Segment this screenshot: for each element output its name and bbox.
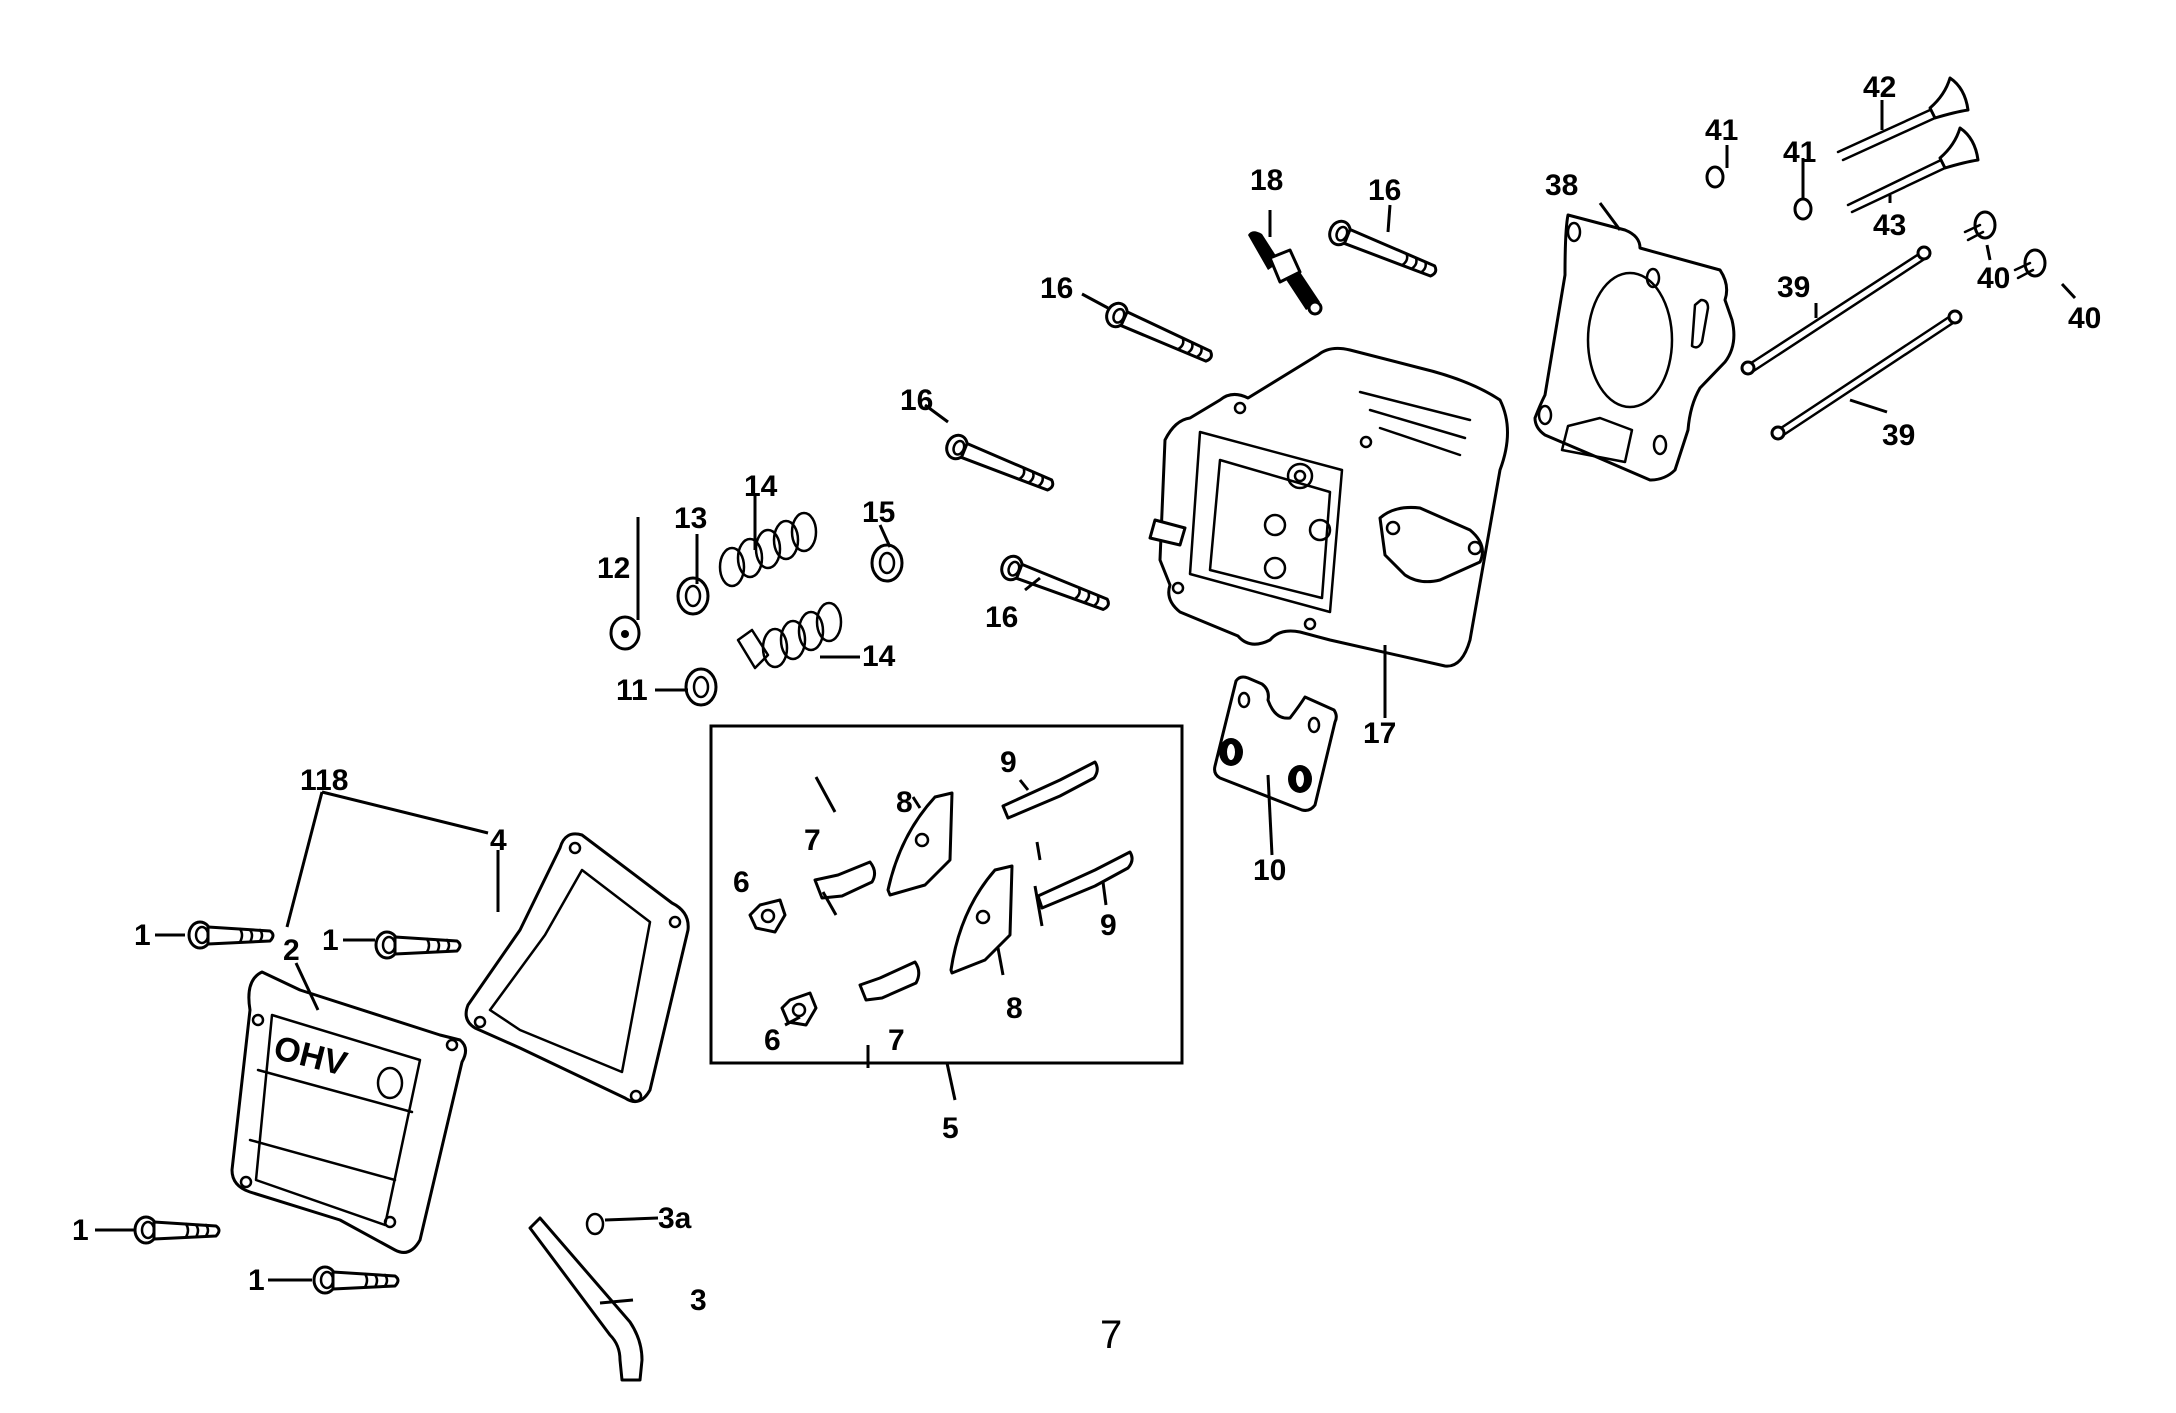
valve-spring-lower <box>736 601 843 670</box>
callout-6: 6 <box>733 866 750 899</box>
callout-5: 5 <box>942 1112 959 1145</box>
callout-41: 41 <box>1705 114 1738 147</box>
callout-14: 14 <box>862 640 896 673</box>
flange-bolt-icon <box>187 920 275 950</box>
spark-plug <box>1248 231 1323 316</box>
callout-39: 39 <box>1777 271 1810 304</box>
flange-bolt-icon <box>374 930 462 960</box>
callout-2: 2 <box>283 934 300 967</box>
valve-cover-gasket <box>464 832 690 1104</box>
callout-16: 16 <box>1368 174 1401 207</box>
head-bolt-icon <box>941 430 1059 499</box>
callout-10: 10 <box>1253 854 1286 887</box>
callout-16: 16 <box>985 601 1018 634</box>
leader-lines <box>95 100 2077 1305</box>
callout-4: 4 <box>490 824 507 857</box>
callout-6: 6 <box>764 1024 781 1057</box>
callout-12: 12 <box>597 552 630 585</box>
page-number: 7 <box>1100 1313 1122 1357</box>
callout-11: 11 <box>616 674 648 707</box>
valve-spring-upper <box>718 511 818 588</box>
callout-43: 43 <box>1873 209 1906 242</box>
head-bolt-icon <box>1101 298 1218 370</box>
callout-13: 13 <box>674 502 707 535</box>
callout-18: 18 <box>1250 164 1283 197</box>
callout-8: 8 <box>896 786 913 819</box>
tappets <box>1963 210 2047 280</box>
callout-1: 1 <box>134 919 151 952</box>
callout-9: 9 <box>1000 746 1017 779</box>
callout-8: 8 <box>1006 992 1023 1025</box>
callout-3a: 3a <box>658 1202 692 1235</box>
callout-labels: 1 1 1 1 2 3 3a 4 5 6 6 7 7 8 8 9 9 10 11… <box>72 71 2101 1317</box>
cylinder-head <box>1148 346 1509 668</box>
head-bolt-icon <box>1324 216 1442 285</box>
callout-17: 17 <box>1363 717 1396 750</box>
push-rods <box>1740 245 1963 441</box>
callout-1: 1 <box>248 1264 265 1297</box>
breather-plate <box>1213 675 1338 812</box>
callout-7: 7 <box>804 824 821 857</box>
valve-seals <box>1705 165 1813 221</box>
callout-9: 9 <box>1100 909 1117 942</box>
callout-1: 1 <box>72 1214 89 1247</box>
callout-3: 3 <box>690 1284 707 1317</box>
valves <box>1836 76 1980 214</box>
callout-1: 1 <box>322 924 339 957</box>
callout-39: 39 <box>1882 419 1915 452</box>
flange-bolt-icon <box>312 1265 400 1295</box>
callout-38: 38 <box>1545 169 1578 202</box>
callout-42: 42 <box>1863 71 1896 104</box>
callout-7: 7 <box>888 1024 905 1057</box>
callout-14: 14 <box>744 470 778 503</box>
callout-40: 40 <box>2068 302 2101 335</box>
callout-15: 15 <box>862 496 895 529</box>
head-gasket <box>1533 213 1736 482</box>
callout-16: 16 <box>900 384 933 417</box>
callout-40: 40 <box>1977 262 2010 295</box>
valve-cover: OHV <box>230 970 467 1254</box>
breather-tube <box>528 1212 644 1382</box>
callout-41: 41 <box>1783 136 1816 169</box>
callout-16: 16 <box>1040 272 1073 305</box>
rocker-arm-kit <box>709 724 1184 1065</box>
callout-118: 118 <box>300 764 348 797</box>
flange-bolt-icon <box>133 1215 221 1245</box>
